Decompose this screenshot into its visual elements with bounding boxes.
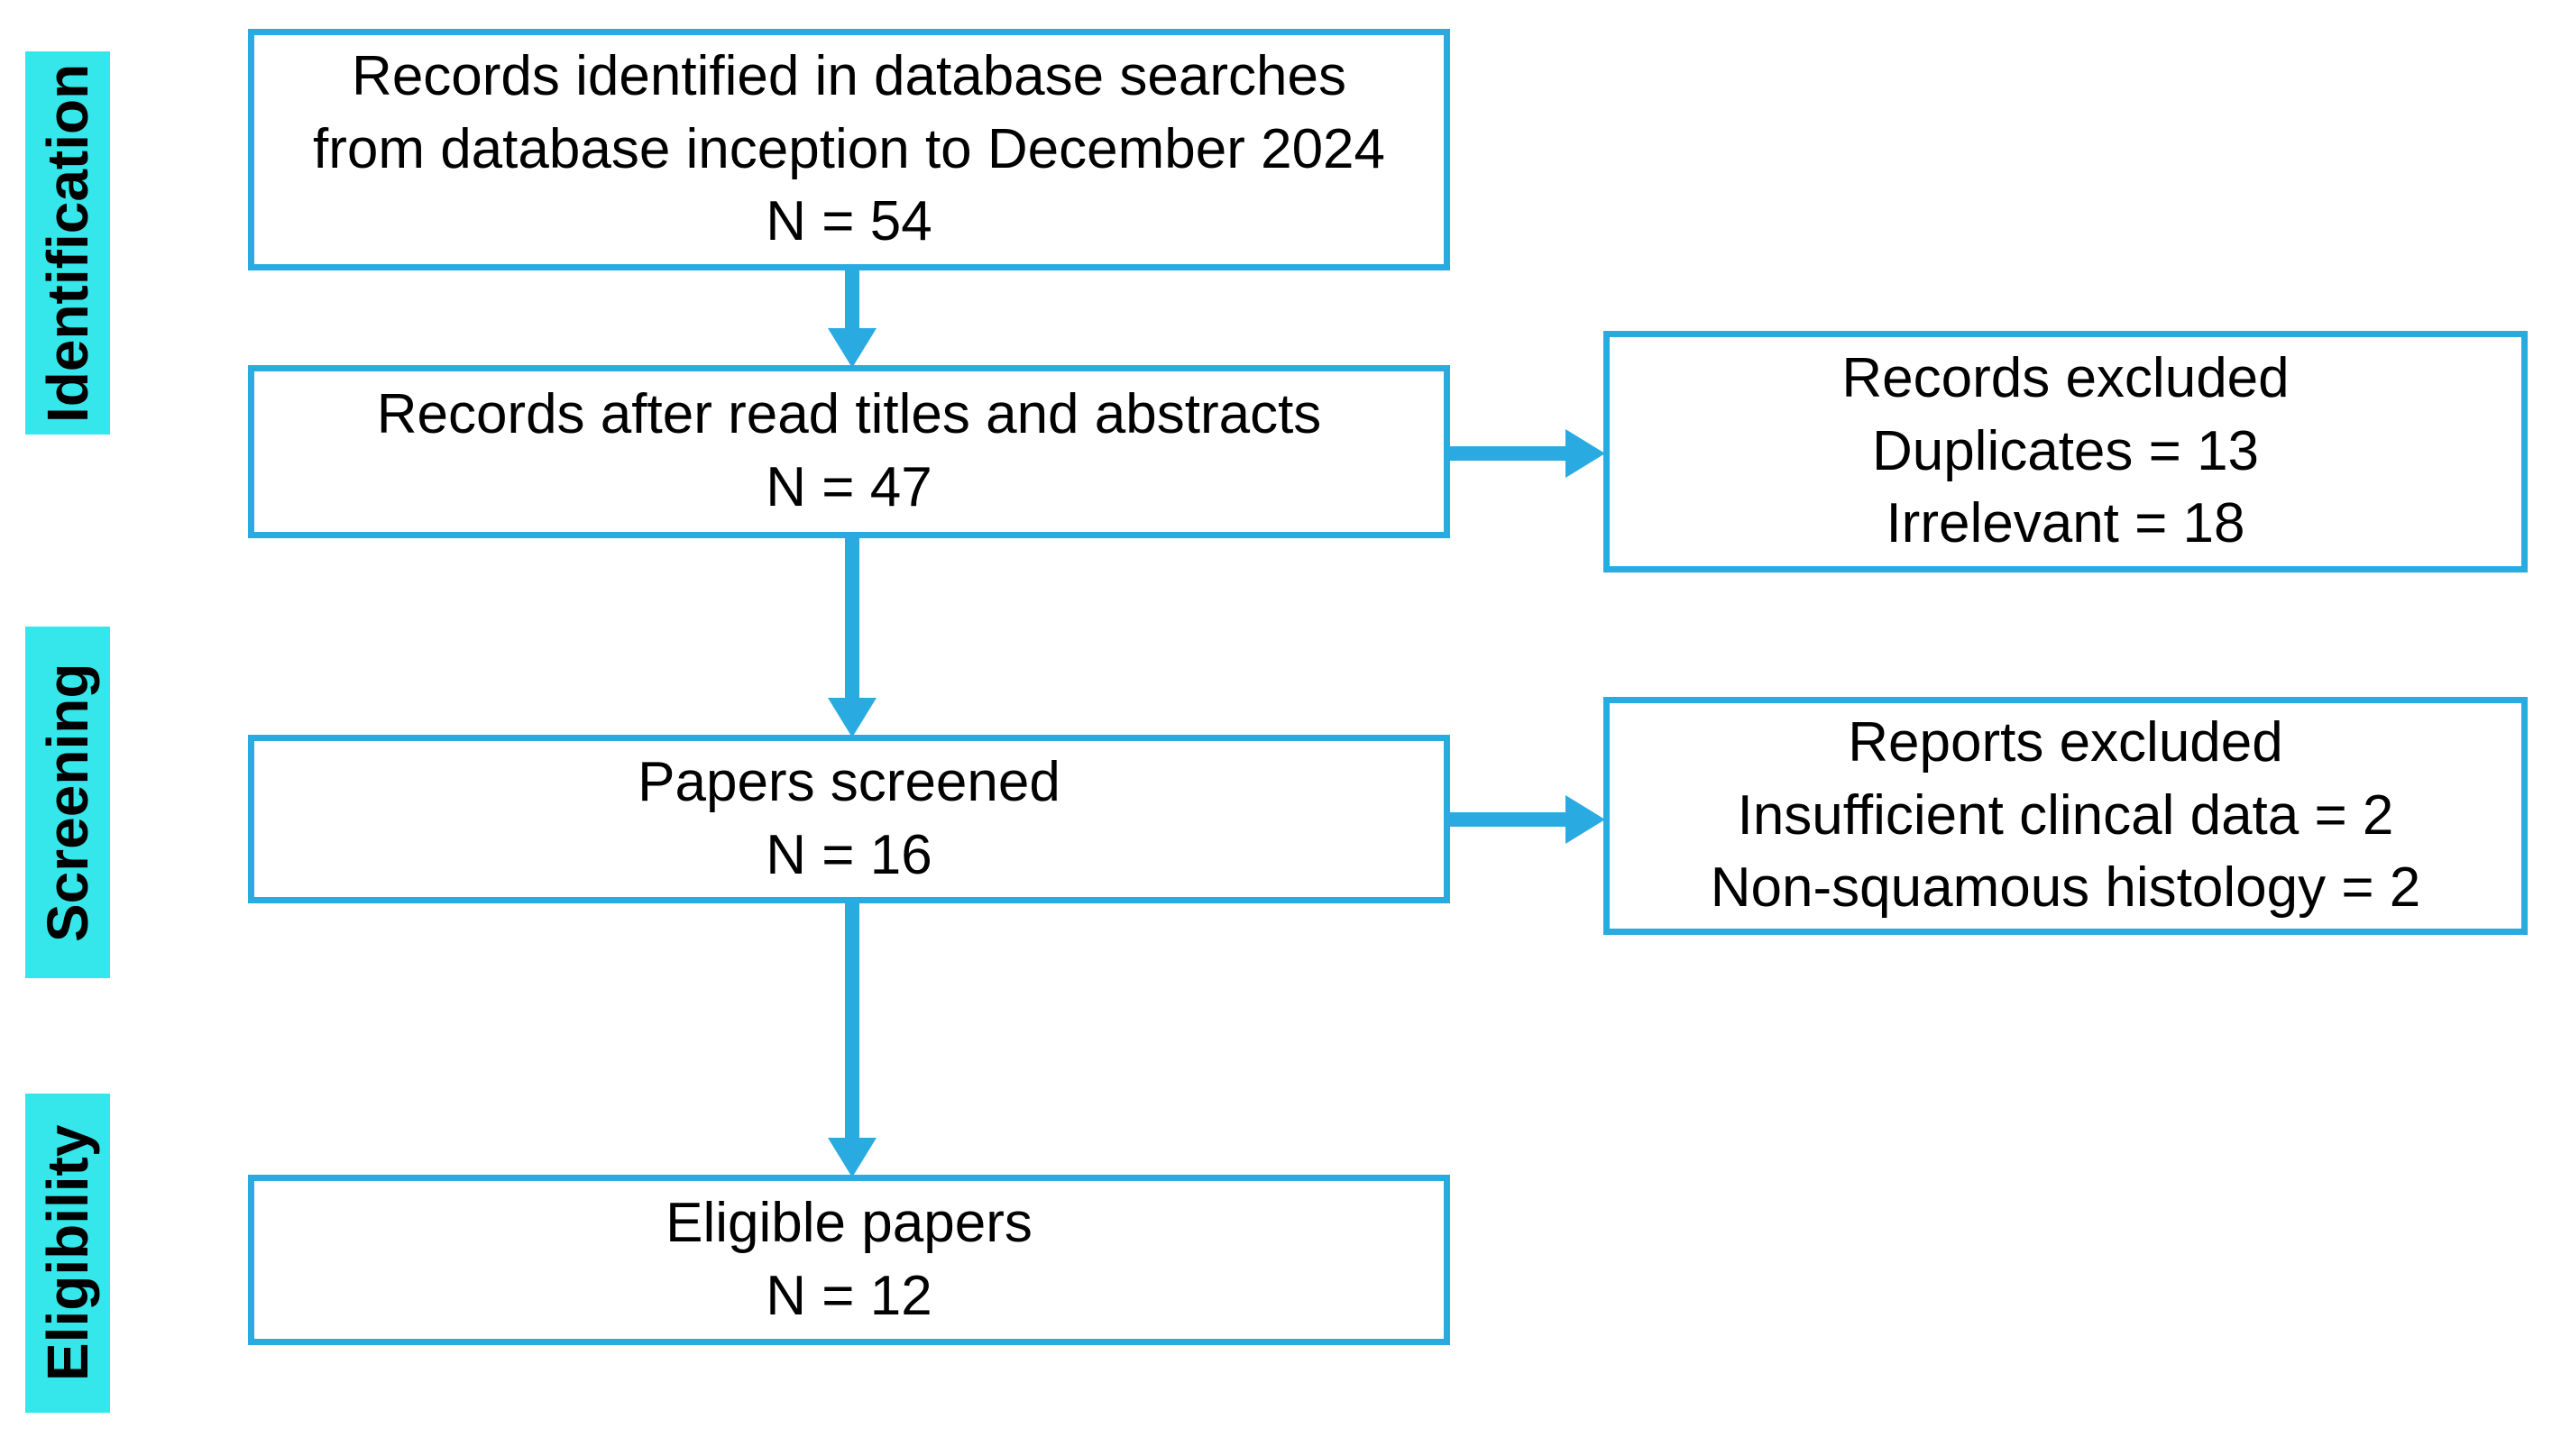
box-line: Records excluded [1841, 347, 2290, 410]
box-reports-excluded: Reports excluded Insufficient clincal da… [1603, 697, 2528, 935]
box-count: N = 12 [766, 1264, 932, 1327]
stage-label-eligibility: Eligibility [25, 1094, 110, 1413]
arrow-titles-abstracts-to-screened [828, 538, 877, 737]
arrow-screened-to-reports-excluded [1450, 795, 1605, 844]
box-line: Irrelevant = 18 [1886, 492, 2245, 555]
arrow-stem [1450, 446, 1573, 461]
arrow-identified-to-titles-abstracts [828, 270, 877, 368]
box-line: Reports excluded [1848, 711, 2283, 774]
arrow-screened-to-eligible [828, 903, 877, 1177]
arrow-stem [845, 538, 859, 705]
arrow-stem [845, 903, 859, 1145]
arrow-stem [1450, 812, 1573, 827]
arrow-head-right-icon [1565, 429, 1605, 478]
box-records-identified: Records identified in database searches … [248, 29, 1450, 270]
box-records-after-titles-abstracts: Records after read titles and abstracts … [248, 365, 1450, 538]
box-line: Non-squamous histology = 2 [1710, 856, 2421, 920]
box-papers-screened: Papers screened N = 16 [248, 735, 1450, 903]
box-count: N = 54 [766, 190, 932, 253]
box-line: Papers screened [638, 750, 1060, 813]
box-eligible-papers: Eligible papers N = 12 [248, 1175, 1450, 1345]
box-line: Duplicates = 13 [1871, 419, 2260, 482]
box-count: N = 47 [766, 456, 932, 518]
box-line: Insufficient clincal data = 2 [1737, 783, 2394, 847]
stage-label-identification: Identification [25, 51, 110, 435]
arrow-head-down-icon [828, 698, 877, 737]
stage-label-screening: Screening [25, 627, 110, 978]
arrow-head-right-icon [1565, 795, 1605, 844]
arrow-head-down-icon [828, 328, 877, 368]
arrow-stem [845, 270, 859, 335]
arrow-head-down-icon [828, 1138, 877, 1177]
box-line: Records identified in database searches [352, 45, 1346, 108]
arrow-titles-abstracts-to-records-excluded [1450, 429, 1605, 478]
box-count: N = 16 [766, 823, 932, 886]
box-line: Records after read titles and abstracts [376, 383, 1322, 446]
box-line: Eligible papers [666, 1191, 1033, 1254]
box-line: from database inception to December 2024 [312, 117, 1386, 180]
box-records-excluded: Records excluded Duplicates = 13 Irrelev… [1603, 331, 2528, 572]
